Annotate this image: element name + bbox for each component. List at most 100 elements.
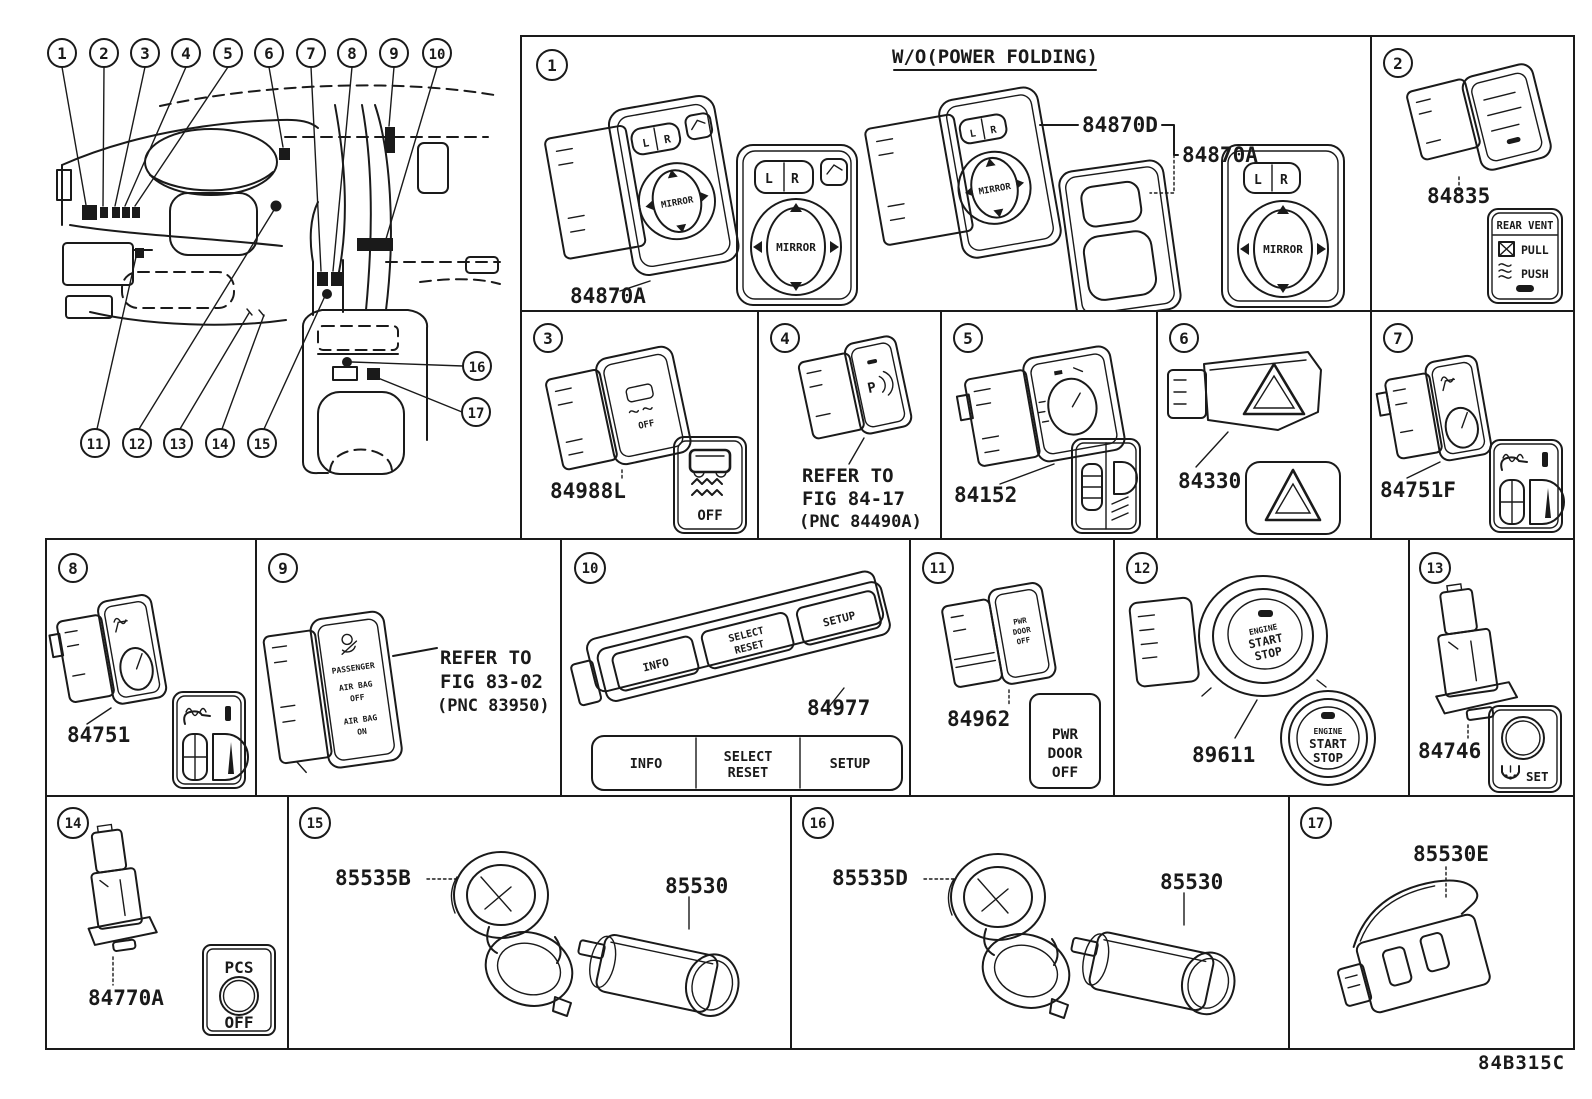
callout-2: 2 (89, 38, 119, 68)
part-cell-2: 2 84835 REAR VENT PULL PUSH (1370, 35, 1575, 312)
cell-4-badge: 4 (770, 323, 800, 353)
part-cell-16: 16 85535D 85530 (790, 795, 1290, 1050)
part-cell-14: 14 84770A PCS OFF (45, 795, 289, 1050)
switch-location-markers (82, 127, 395, 380)
svg-text:R: R (791, 172, 799, 187)
svg-text:DOOR: DOOR (1048, 746, 1083, 762)
svg-text:OFF: OFF (1016, 635, 1031, 646)
svg-text:5: 5 (963, 329, 973, 348)
covered-outlet-switch-iso (1336, 879, 1491, 1014)
hazard-switch-iso (1167, 351, 1322, 431)
svg-text:4: 4 (181, 44, 191, 63)
part-number-84751F: 84751F (1380, 478, 1456, 502)
rear-vent-switch-iso (1406, 63, 1552, 171)
svg-text:L: L (641, 136, 650, 150)
mirror-switch-bezel-iso (1058, 159, 1182, 310)
svg-text:INFO: INFO (641, 655, 670, 674)
power-outlet-socket (1070, 931, 1236, 1016)
svg-text:14: 14 (212, 437, 229, 453)
svg-text:17: 17 (468, 406, 485, 422)
engine-start-stop-switch-iso: ENGINE START STOP (1128, 575, 1328, 697)
callout-12: 12 (122, 428, 152, 458)
svg-text:L: L (1254, 173, 1262, 188)
dashboard-location-art: 1 2 3 4 5 6 7 8 9 10 11 12 13 14 15 16 1… (47, 38, 501, 475)
callout-8: 8 (337, 38, 367, 68)
svg-text:2: 2 (1393, 54, 1403, 73)
part-cell-1: 1 W/O(POWER FOLDING) (520, 35, 1372, 312)
part-cell-7: 7 84751F (1370, 310, 1575, 540)
part-cell-11: 11 PWR DOOR OFF 84962 PWR DOOR OFF (909, 538, 1115, 797)
svg-text:ENGINE: ENGINE (1314, 727, 1343, 736)
svg-text:13: 13 (1427, 561, 1444, 577)
part-cell-17: 17 85530E (1288, 795, 1575, 1050)
cell-4-note-line-3: (PNC 84490A) (799, 512, 922, 532)
svg-text:11: 11 (930, 561, 947, 577)
engine-start-stop-front: ENGINE START STOP (1280, 690, 1376, 786)
svg-text:4: 4 (780, 329, 790, 348)
part-number-85530: 85530 (1160, 870, 1223, 894)
cell-1-header: W/O(POWER FOLDING) (892, 46, 1098, 68)
svg-text:15: 15 (307, 816, 324, 832)
svg-text:STOP: STOP (1313, 750, 1343, 765)
part-cell-3: 3 OFF 84988L OFF (520, 310, 759, 540)
mirror-switch-wo-folding-iso: L R MIRROR (864, 86, 1079, 259)
svg-text:1: 1 (547, 56, 557, 75)
svg-text:R: R (663, 132, 672, 146)
multi-info-faceplate: INFO SELECT RESET SETUP (591, 735, 903, 791)
svg-text:6: 6 (264, 44, 274, 63)
part-cell-6: 6 84330 (1156, 310, 1372, 540)
svg-text:MIRROR: MIRROR (1263, 243, 1303, 256)
svg-text:P: P (866, 380, 878, 397)
svg-text:13: 13 (170, 437, 187, 453)
svg-text:12: 12 (129, 437, 146, 453)
part-number-85530: 85530 (665, 874, 728, 898)
svg-text:1: 1 (57, 44, 67, 63)
svg-text:L: L (969, 128, 977, 140)
cell-3-badge: 3 (533, 323, 563, 353)
part-number-85530E: 85530E (1413, 842, 1489, 866)
callout-16: 16 (462, 351, 492, 381)
part-cell-15: 15 85535B 85530 (287, 795, 792, 1050)
svg-text:8: 8 (347, 44, 357, 63)
callout-15: 15 (247, 428, 277, 458)
svg-text:6: 6 (1179, 329, 1189, 348)
cell-9-note-line-1: REFER TO (440, 647, 532, 669)
svg-text:OFF: OFF (225, 1013, 254, 1032)
svg-text:PCS: PCS (225, 958, 254, 977)
cell-13-badge: 13 (1419, 552, 1451, 584)
pcs-off-plate: PCS OFF (202, 944, 276, 1036)
svg-text:7: 7 (306, 44, 316, 63)
callout-1: 1 (47, 38, 77, 68)
seat-heater-switch-iso (48, 594, 168, 705)
callout-leader-lines (61, 66, 464, 430)
cell-2-badge: 2 (1383, 48, 1413, 78)
callout-17: 17 (461, 397, 491, 427)
cell-1-badge: 1 (536, 49, 568, 81)
svg-text:SET: SET (1526, 769, 1549, 784)
part-number-84152: 84152 (954, 483, 1017, 507)
svg-text:17: 17 (1308, 816, 1325, 832)
cell-16-badge: 16 (802, 807, 834, 839)
dashboard-sketch (56, 84, 501, 475)
part-cell-5: 5 84152 (940, 310, 1158, 540)
svg-text:OFF: OFF (350, 693, 366, 704)
svg-text:OFF: OFF (638, 419, 656, 432)
svg-text:11: 11 (87, 437, 104, 453)
part-number-84770A: 84770A (88, 986, 164, 1010)
part-number-84988L: 84988L (550, 479, 626, 503)
part-number-84330: 84330 (1178, 469, 1241, 493)
svg-text:START: START (1309, 736, 1347, 751)
cell-10-badge: 10 (574, 552, 606, 584)
cell-17-badge: 17 (1300, 807, 1332, 839)
part-number-84751: 84751 (67, 723, 130, 747)
callout-4: 4 (171, 38, 201, 68)
headlight-leveling-switch-iso (955, 345, 1126, 467)
part-cell-10: 10 INFO SELECT RESET SETUP 84977 INFO SE… (560, 538, 911, 797)
svg-text:PULL: PULL (1521, 243, 1549, 257)
callout-13: 13 (163, 428, 193, 458)
seat-heater-switch-iso (1375, 354, 1493, 462)
callout-6: 6 (254, 38, 284, 68)
part-cell-4: 4 P REFER TO FIG 84-17 (PNC 84490A) (757, 310, 942, 540)
svg-text:2: 2 (99, 44, 109, 63)
callout-5: 5 (213, 38, 243, 68)
